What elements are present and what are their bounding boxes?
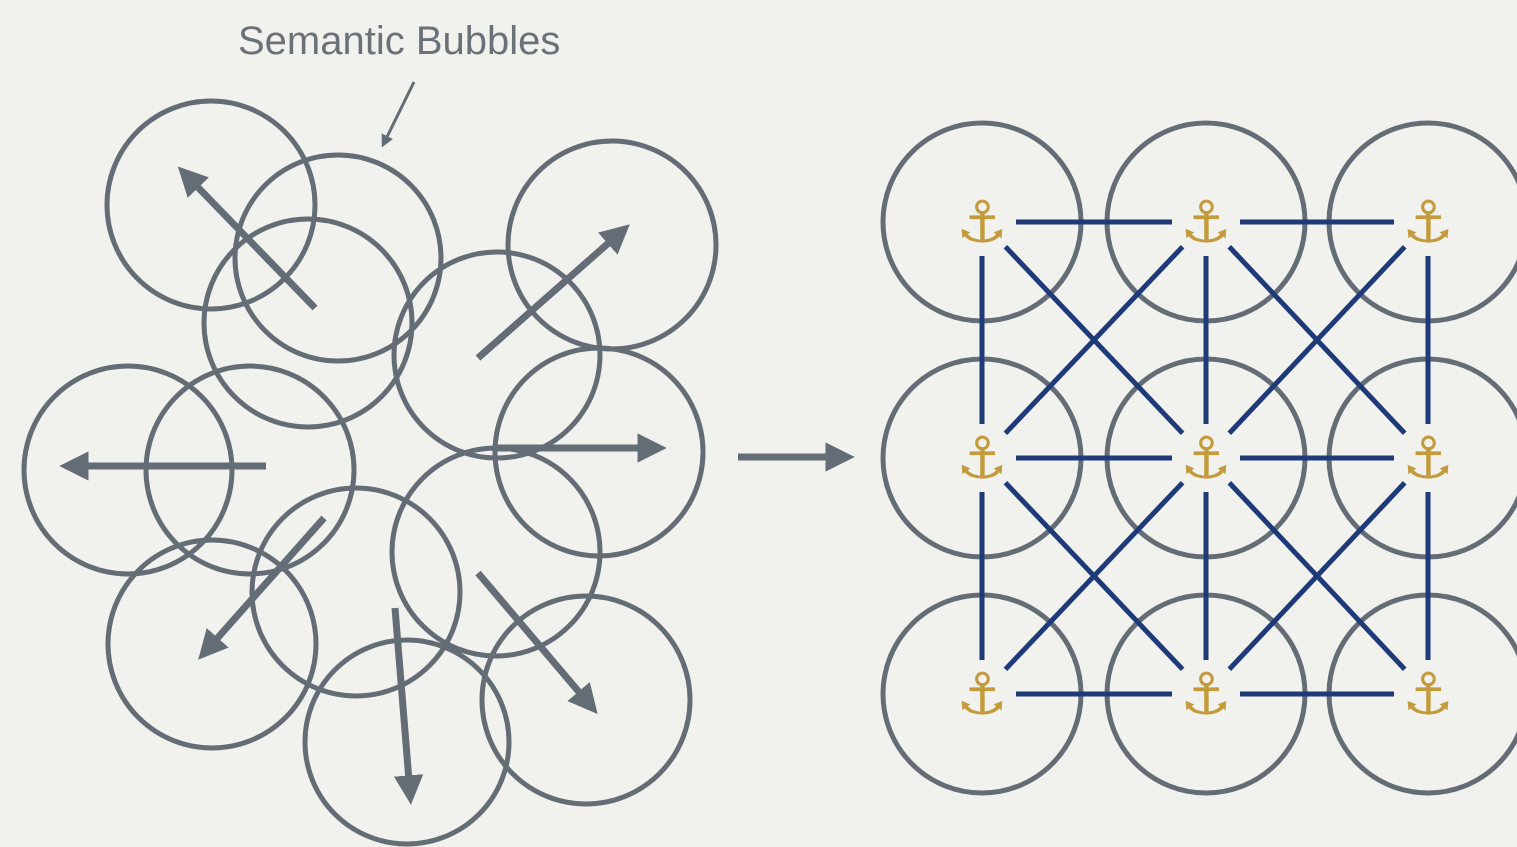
bubble-circle: [232, 152, 444, 364]
anchor-icon: ⚓: [1402, 188, 1454, 256]
drift-arrow: [198, 515, 327, 660]
bubble-circle: [105, 537, 319, 751]
anchor-icon: ⚓: [956, 660, 1008, 728]
bubble-circle: [479, 593, 693, 807]
anchor-icon: ⚓: [1180, 188, 1232, 256]
anchor-icon-group: ⚓ ⚓ ⚓ ⚓ ⚓ ⚓ ⚓ ⚓ ⚓: [956, 188, 1454, 728]
anchor-icon: ⚓: [1180, 424, 1232, 492]
bubble-circle: [201, 216, 415, 430]
anchor-icon: ⚓: [956, 424, 1008, 492]
anchor-icon: ⚓: [1180, 660, 1232, 728]
anchor-link: [1227, 245, 1407, 435]
diagram-title: Semantic Bubbles: [238, 19, 560, 63]
anchor-link-network: [979, 219, 1431, 697]
title-pointer-line: [381, 81, 416, 148]
bubble-circle: [104, 98, 318, 312]
anchor-icon: ⚓: [1402, 660, 1454, 728]
bubble-circle: [389, 445, 603, 659]
bubble-circle: [21, 363, 235, 577]
bubble-circle: [143, 363, 357, 577]
drift-arrow: [177, 166, 318, 311]
anchor-link: [1003, 244, 1185, 436]
left-bubble-cluster: [21, 98, 719, 847]
anchor-link: [1003, 480, 1185, 672]
anchor-link: [1227, 481, 1407, 671]
drift-arrow: [391, 607, 424, 805]
bubble-circle: [249, 485, 463, 699]
drift-arrow: [475, 224, 630, 361]
anchor-icon: ⚓: [956, 188, 1008, 256]
drift-arrow-group: [59, 166, 667, 805]
bubble-circle: [505, 138, 719, 352]
bubble-circle: [302, 637, 512, 847]
anchor-icon: ⚓: [1402, 424, 1454, 492]
drift-arrow: [475, 570, 598, 714]
